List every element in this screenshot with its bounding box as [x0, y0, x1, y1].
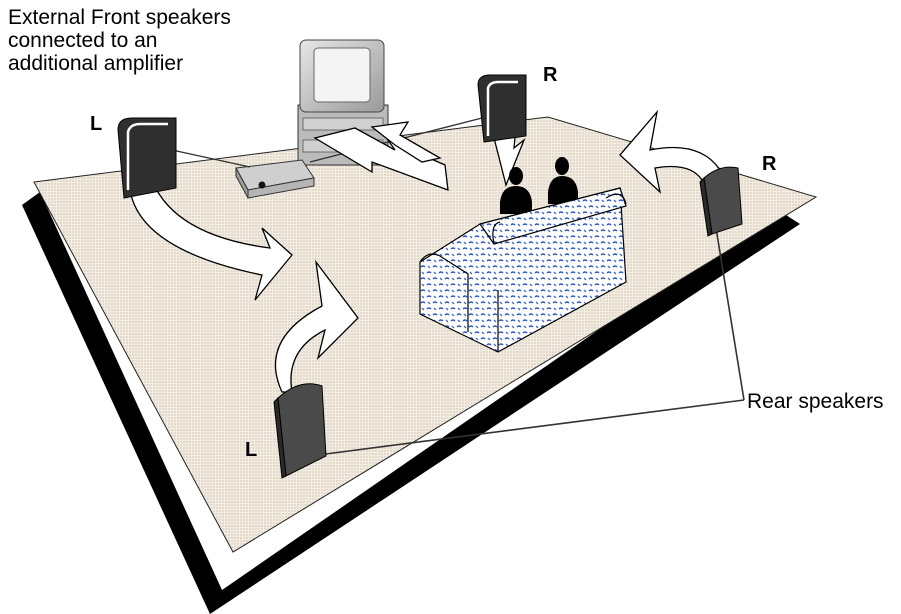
arrow-center [313, 127, 449, 191]
sofa [419, 187, 627, 353]
external-front-speakers-caption: External Front speakers connected to an … [8, 6, 231, 75]
arrow-center-b [370, 121, 442, 163]
arrow-rear-right [619, 109, 721, 194]
front-right-speaker [477, 74, 527, 143]
rear-right-speaker [699, 166, 743, 237]
rear-right-label: R [762, 153, 777, 175]
front-left-label: L [90, 113, 103, 135]
pointer-rear-right [715, 227, 745, 401]
arrow-rear-left [274, 259, 359, 393]
pointer-rear-left [317, 399, 745, 456]
front-left-speaker [117, 117, 177, 199]
caption-line-2: connected to an [8, 29, 158, 52]
caption-line-3: additional amplifier [8, 52, 184, 75]
amplifier [235, 159, 315, 199]
listener-figures [500, 157, 578, 214]
rear-speakers-caption: Rear speakers [747, 390, 884, 413]
front-right-label: R [543, 64, 558, 86]
caption-line-1: External Front speakers [8, 6, 231, 29]
rear-left-speaker [273, 383, 327, 479]
rear-left-label: L [245, 439, 258, 461]
cable-front-left [171, 149, 251, 168]
arrow-front-left [129, 173, 293, 301]
